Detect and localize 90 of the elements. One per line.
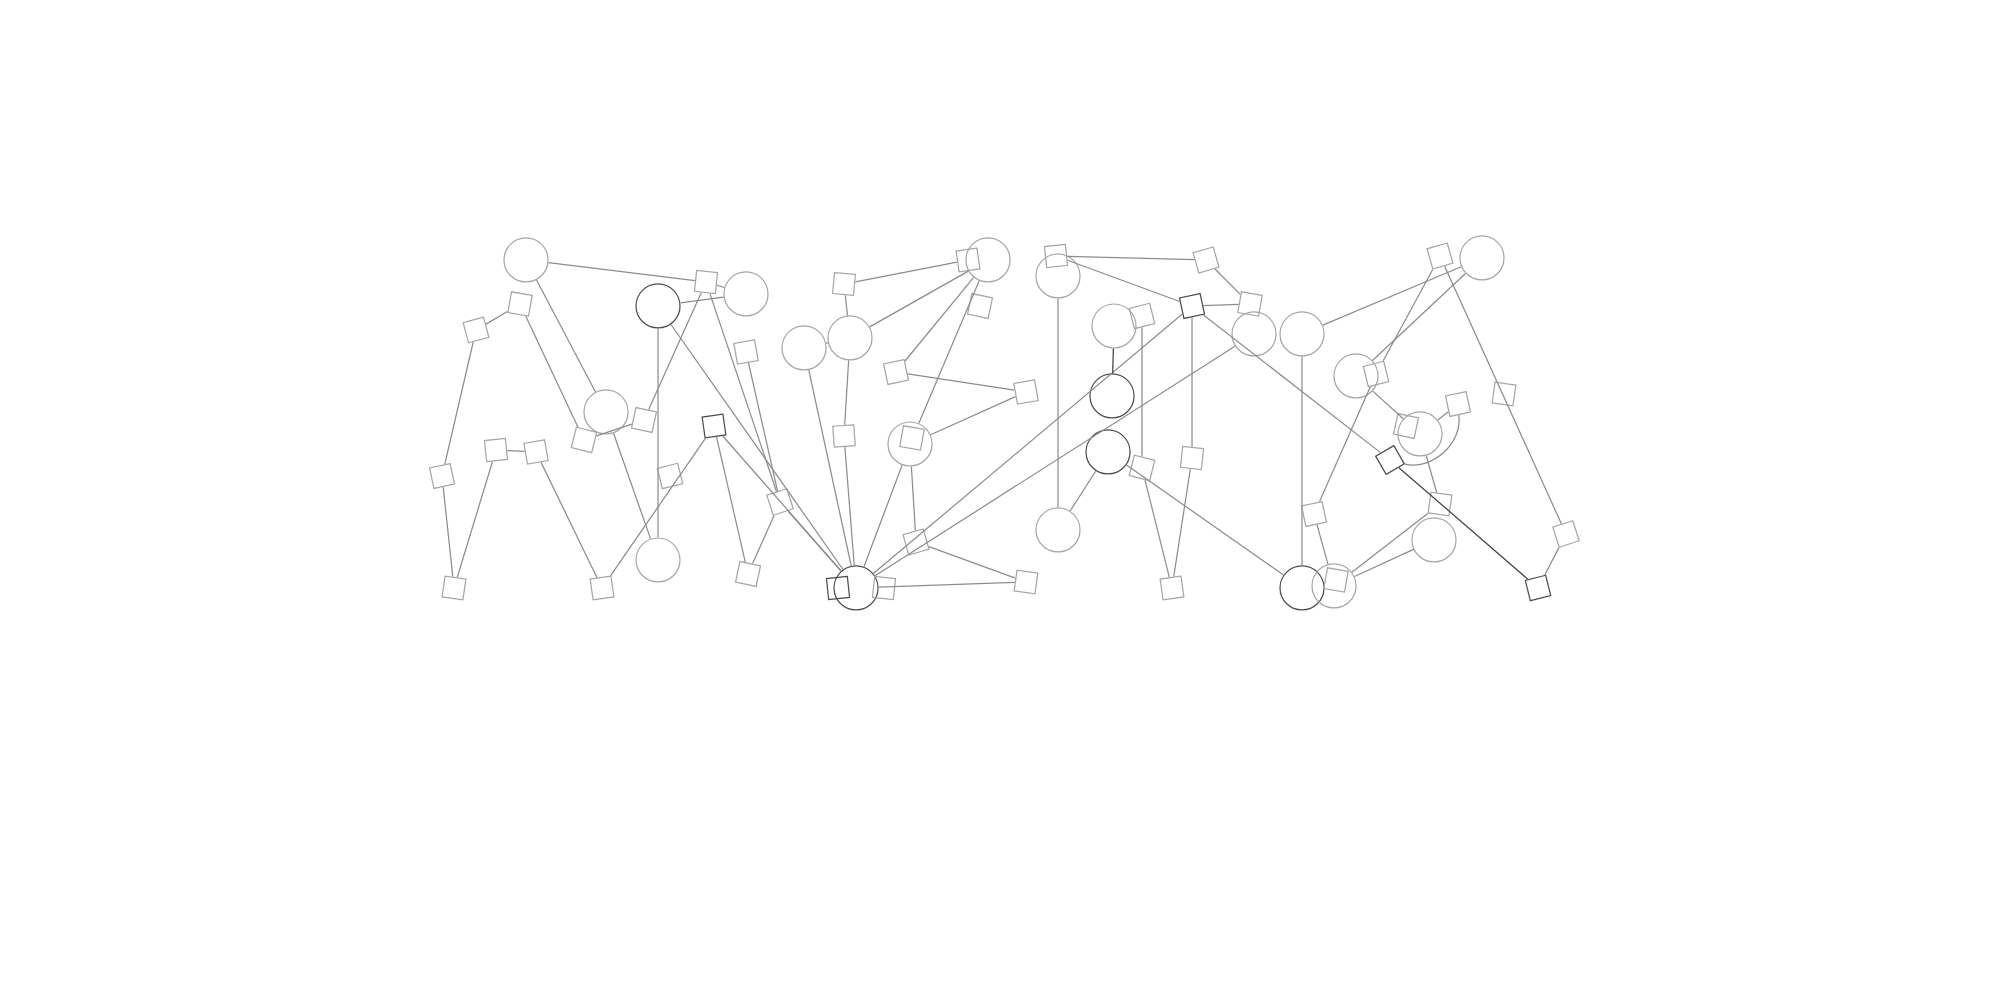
connector-line xyxy=(844,359,850,426)
connector-line xyxy=(844,294,849,317)
connector-line xyxy=(1066,255,1195,261)
connector-line xyxy=(1069,470,1097,512)
circle-node xyxy=(1459,235,1505,281)
connector-line xyxy=(1214,268,1242,295)
connector-line xyxy=(535,279,597,393)
circle-node xyxy=(1279,311,1325,357)
circle-node xyxy=(1279,565,1325,611)
connector-line xyxy=(1318,386,1371,503)
connector-line xyxy=(1353,548,1415,578)
circle-node xyxy=(635,283,681,329)
connector-line xyxy=(918,280,980,424)
connector-line xyxy=(1067,259,1181,303)
connector-line xyxy=(456,460,494,578)
connector-line xyxy=(1141,326,1143,458)
circle-node xyxy=(1089,373,1135,419)
circle-node xyxy=(827,315,873,361)
connector-line xyxy=(1437,411,1449,421)
connector-line xyxy=(679,296,725,304)
connector-line xyxy=(1425,455,1438,493)
connector-line xyxy=(1301,356,1303,566)
connector-line xyxy=(1057,298,1059,508)
circle-node xyxy=(1397,411,1443,457)
connector-line xyxy=(1322,266,1462,326)
connector-line xyxy=(610,437,707,577)
connector-line xyxy=(1444,265,1562,525)
connector-line xyxy=(444,341,474,465)
circle-node xyxy=(1333,353,1379,399)
connector-line xyxy=(506,449,526,453)
connector-line xyxy=(854,261,958,283)
connector-line xyxy=(808,369,852,567)
circle-node xyxy=(583,389,629,435)
connector-line xyxy=(442,486,454,578)
connector-line xyxy=(1112,347,1114,374)
connector-line xyxy=(1202,303,1240,307)
connector-line xyxy=(787,510,842,572)
connector-line xyxy=(747,362,779,492)
connector-line xyxy=(595,423,633,437)
circle-node xyxy=(1231,311,1277,357)
connector-line xyxy=(928,546,1016,579)
circle-node xyxy=(635,537,681,583)
connector-line xyxy=(1371,272,1467,362)
connector-line xyxy=(1144,479,1170,578)
connector-line xyxy=(648,292,702,411)
circle-node xyxy=(887,421,933,467)
circle-node xyxy=(781,325,827,371)
connector-line xyxy=(863,464,903,568)
circle-node xyxy=(965,237,1011,283)
connector-line xyxy=(1404,414,1460,466)
connector-line xyxy=(1191,316,1193,448)
circle-node xyxy=(1035,507,1081,553)
connector-line xyxy=(869,270,969,328)
connector-line xyxy=(1398,467,1529,580)
connector-line xyxy=(930,396,1017,436)
connector-line xyxy=(874,345,1236,577)
connector-line xyxy=(1173,468,1191,578)
circle-node xyxy=(1091,303,1137,349)
connector-line xyxy=(1202,314,1382,454)
circle-node xyxy=(503,237,549,283)
connector-line xyxy=(525,315,579,428)
connector-line xyxy=(709,292,778,493)
connector-line xyxy=(612,432,652,540)
connector-line xyxy=(752,515,775,565)
connector-line xyxy=(540,461,598,579)
connector-line xyxy=(1125,464,1285,576)
connector-line xyxy=(715,436,746,563)
circle-node xyxy=(833,565,879,611)
connector-line xyxy=(547,262,696,282)
connector-line xyxy=(1382,269,1434,362)
connector-line xyxy=(904,276,975,362)
connector-line xyxy=(657,328,659,538)
connector-line xyxy=(722,435,842,572)
circle-node xyxy=(723,271,769,317)
connector-line xyxy=(844,446,855,567)
connector-line xyxy=(670,323,844,571)
circle-node xyxy=(1035,253,1081,299)
circle-node xyxy=(1411,517,1457,563)
connector-line xyxy=(1316,524,1329,565)
connector-line xyxy=(716,284,725,289)
connector-line xyxy=(907,373,1016,391)
connector-line xyxy=(878,581,1016,588)
connector-line xyxy=(1372,390,1404,420)
circle-node xyxy=(1085,429,1131,475)
connector-line xyxy=(1544,547,1560,576)
connector-line xyxy=(485,310,509,325)
connector-line xyxy=(872,313,1183,575)
circle-node xyxy=(1311,563,1357,609)
connector-line xyxy=(1351,512,1429,573)
connector-line xyxy=(910,465,916,532)
